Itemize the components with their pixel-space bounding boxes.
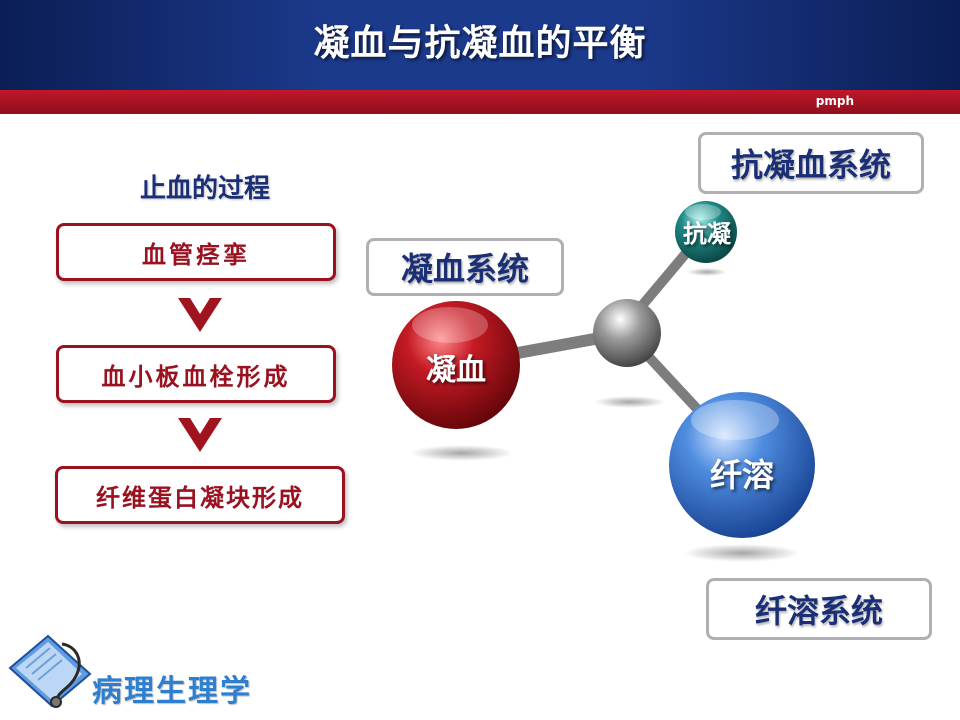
center-node — [593, 299, 661, 367]
header-banner: 凝血与抗凝血的平衡 — [0, 0, 960, 90]
coagulation-node-label: 凝血 — [426, 353, 486, 388]
anticoagulation-node-label: 抗凝 — [683, 219, 731, 248]
process-step-fibrin-clot: 纤维蛋白凝块形成 — [55, 466, 345, 524]
anticoagulation-node — [675, 201, 737, 263]
system-box-coagulation: 凝血系统 — [366, 238, 564, 296]
chevron-down-icon — [178, 418, 222, 452]
footer-subject: 病理生理学 — [92, 674, 252, 709]
shadow — [594, 396, 666, 408]
highlight — [685, 204, 721, 220]
fibrinolysis-node-label: 纤溶 — [709, 456, 774, 494]
highlight — [691, 400, 779, 440]
chevron-down-icon — [178, 298, 222, 332]
fibrinolysis-node — [669, 392, 815, 538]
bond-anticoag — [635, 241, 697, 313]
brand-label: pmph — [815, 94, 854, 108]
slide-title: 凝血与抗凝血的平衡 — [313, 23, 647, 64]
header-red-bar — [0, 90, 960, 114]
bond-coag — [506, 332, 606, 360]
shadow — [410, 445, 514, 461]
process-step-platelet-thrombus: 血小板血栓形成 — [56, 345, 336, 403]
system-box-fibrinolysis: 纤溶系统 — [706, 578, 932, 640]
shadow — [684, 544, 800, 562]
process-title: 止血的过程 — [139, 174, 270, 204]
process-step-vasospasm: 血管痉挛 — [56, 223, 336, 281]
shadow — [687, 268, 727, 276]
bond-fibrin — [643, 351, 705, 417]
highlight — [412, 307, 488, 343]
system-box-anticoagulation: 抗凝血系统 — [698, 132, 924, 194]
textbook-stethoscope-logo — [8, 634, 92, 708]
coagulation-node — [392, 301, 520, 429]
